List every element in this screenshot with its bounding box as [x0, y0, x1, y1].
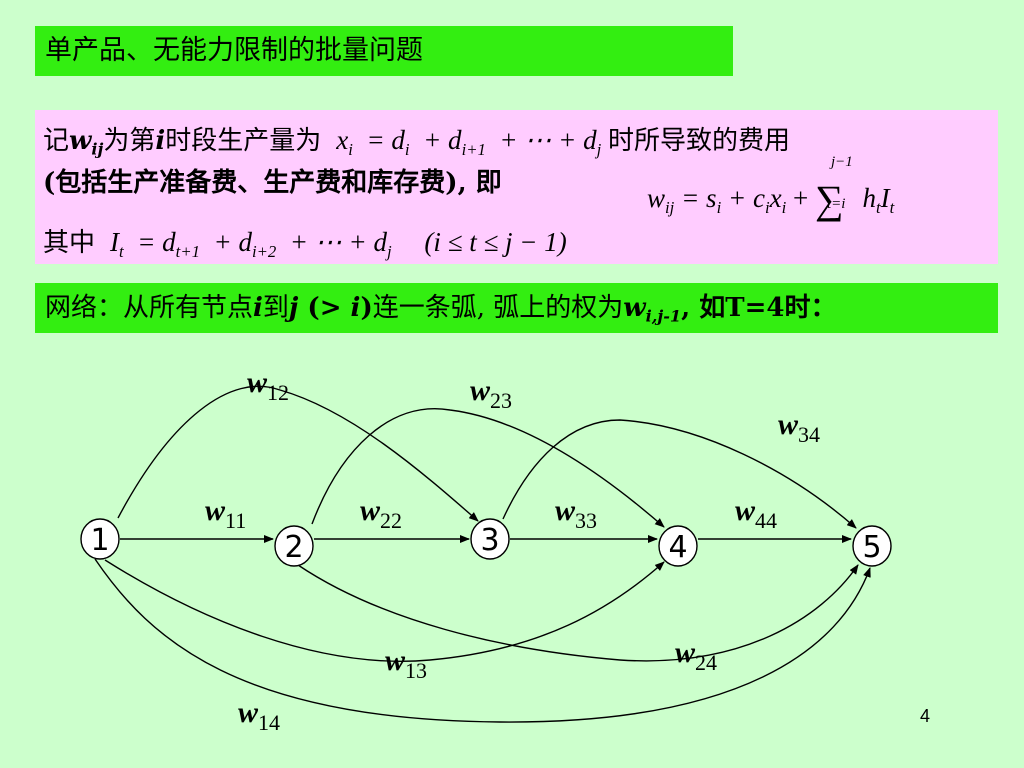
edge-label-w44: w44 [735, 494, 777, 533]
network-description: 网络：从所有节点i到j (> i)连一条弧, 弧上的权为wi,j-1, 如T=4… [35, 283, 998, 333]
node-4 [658, 525, 698, 567]
node-label-1: 1 [90, 523, 109, 558]
edge-label-w24: w24 [675, 636, 717, 675]
node-label-4: 4 [668, 530, 687, 565]
node-1 [80, 518, 120, 560]
def-text-a: 记 [43, 126, 70, 156]
edge-label-w13: w13 [385, 644, 427, 683]
node-5 [852, 525, 892, 567]
def-text-d: 时所导致的费用 [607, 126, 790, 156]
node-2 [274, 525, 314, 567]
formula-range: (i ≤ t ≤ j − 1) [424, 227, 567, 257]
node-label-2: 2 [284, 530, 303, 565]
edge-label-w33: w33 [555, 494, 597, 533]
edge-label-w11: w11 [205, 494, 246, 533]
edges-group [94, 385, 871, 723]
edge-w13 [104, 559, 665, 662]
node-label-5: 5 [862, 530, 881, 565]
edge-w34 [502, 419, 857, 529]
edge-label-w23: w23 [470, 374, 512, 413]
node-label-3: 3 [480, 523, 499, 558]
edge-label-w34: w34 [778, 408, 820, 447]
page-number: 4 [920, 706, 931, 726]
edge-label-w12: w12 [247, 366, 289, 405]
edge-w14 [94, 558, 871, 723]
slide-title: 单产品、无能力限制的批量问题 [35, 26, 733, 76]
definition-line-2: (包括生产准备费、生产费和库存费), 即 [43, 168, 502, 198]
edge-w12 [117, 385, 479, 522]
edge-labels-group: w11 w22 w33 w44 w12 w23 w34 w13 w24 w14 [205, 366, 820, 735]
formula-w: wij = si + cixi + ∑ j−1 t=i htIt [647, 154, 895, 222]
edge-label-w14: w14 [238, 696, 280, 735]
w-subscript: ij [91, 139, 104, 159]
node-3 [470, 518, 510, 560]
edge-label-w22: w22 [360, 494, 402, 533]
nodes-group: 1 2 3 4 5 [80, 518, 892, 567]
edge-w24 [297, 564, 859, 662]
w-symbol: w [69, 126, 92, 156]
def-text-c: 时段生产量为 [165, 126, 322, 156]
definition-line-1: 记wij为第i时段生产量为 xi = di + di+1 + ⋯ + dj 时所… [43, 120, 790, 160]
formula-x: xi = di + di+1 + ⋯ + dj [336, 125, 602, 159]
i-symbol: i [155, 126, 166, 156]
edge-w23 [311, 408, 665, 528]
definition-line-3: 其中 It = dt+1 + di+2 + ⋯ + dj (i ≤ t ≤ j … [43, 227, 567, 261]
def-text-b: 为第 [103, 126, 156, 156]
formula-I: It = dt+1 + di+2 + ⋯ + dj [110, 227, 392, 261]
definition-box: 记wij为第i时段生产量为 xi = di + di+1 + ⋯ + dj 时所… [35, 110, 998, 264]
